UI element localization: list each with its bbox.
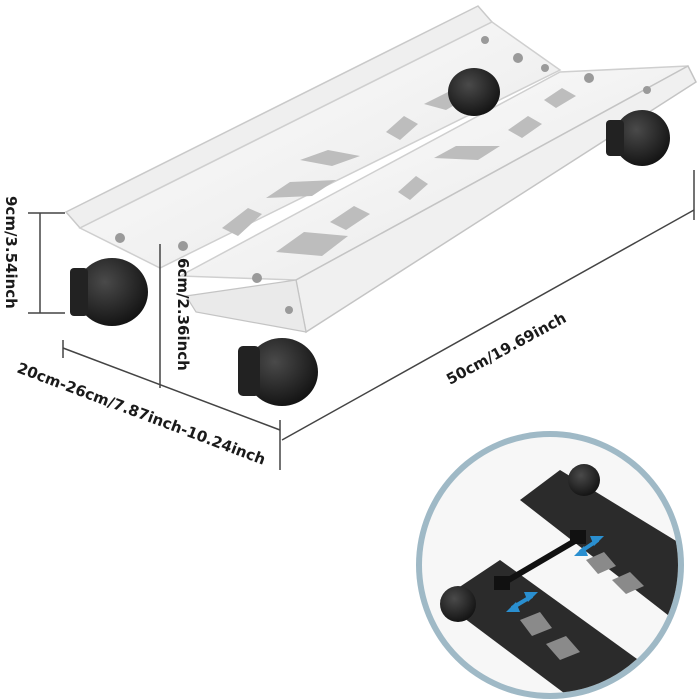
width-range-label: 20cm-26cm/7.87inch-10.24inch	[15, 359, 268, 469]
length-label: 50cm/19.69inch	[443, 309, 569, 389]
caster-wheel-icon	[448, 68, 500, 116]
height-clearance-label: 6cm/2.36inch	[174, 258, 192, 371]
caster-wheel-icon	[606, 110, 670, 166]
tray-back-half	[64, 5, 562, 269]
detail-inset	[416, 431, 684, 699]
caster-wheel-icon	[70, 258, 148, 326]
adjust-arrow-icon	[574, 536, 604, 556]
adjust-arrow-icon	[506, 592, 538, 612]
height-total-label: 9cm/3.54inch	[2, 196, 20, 309]
tray-front-half	[177, 64, 697, 334]
dimension-lines	[28, 170, 695, 470]
caster-wheel-icon	[238, 338, 318, 406]
